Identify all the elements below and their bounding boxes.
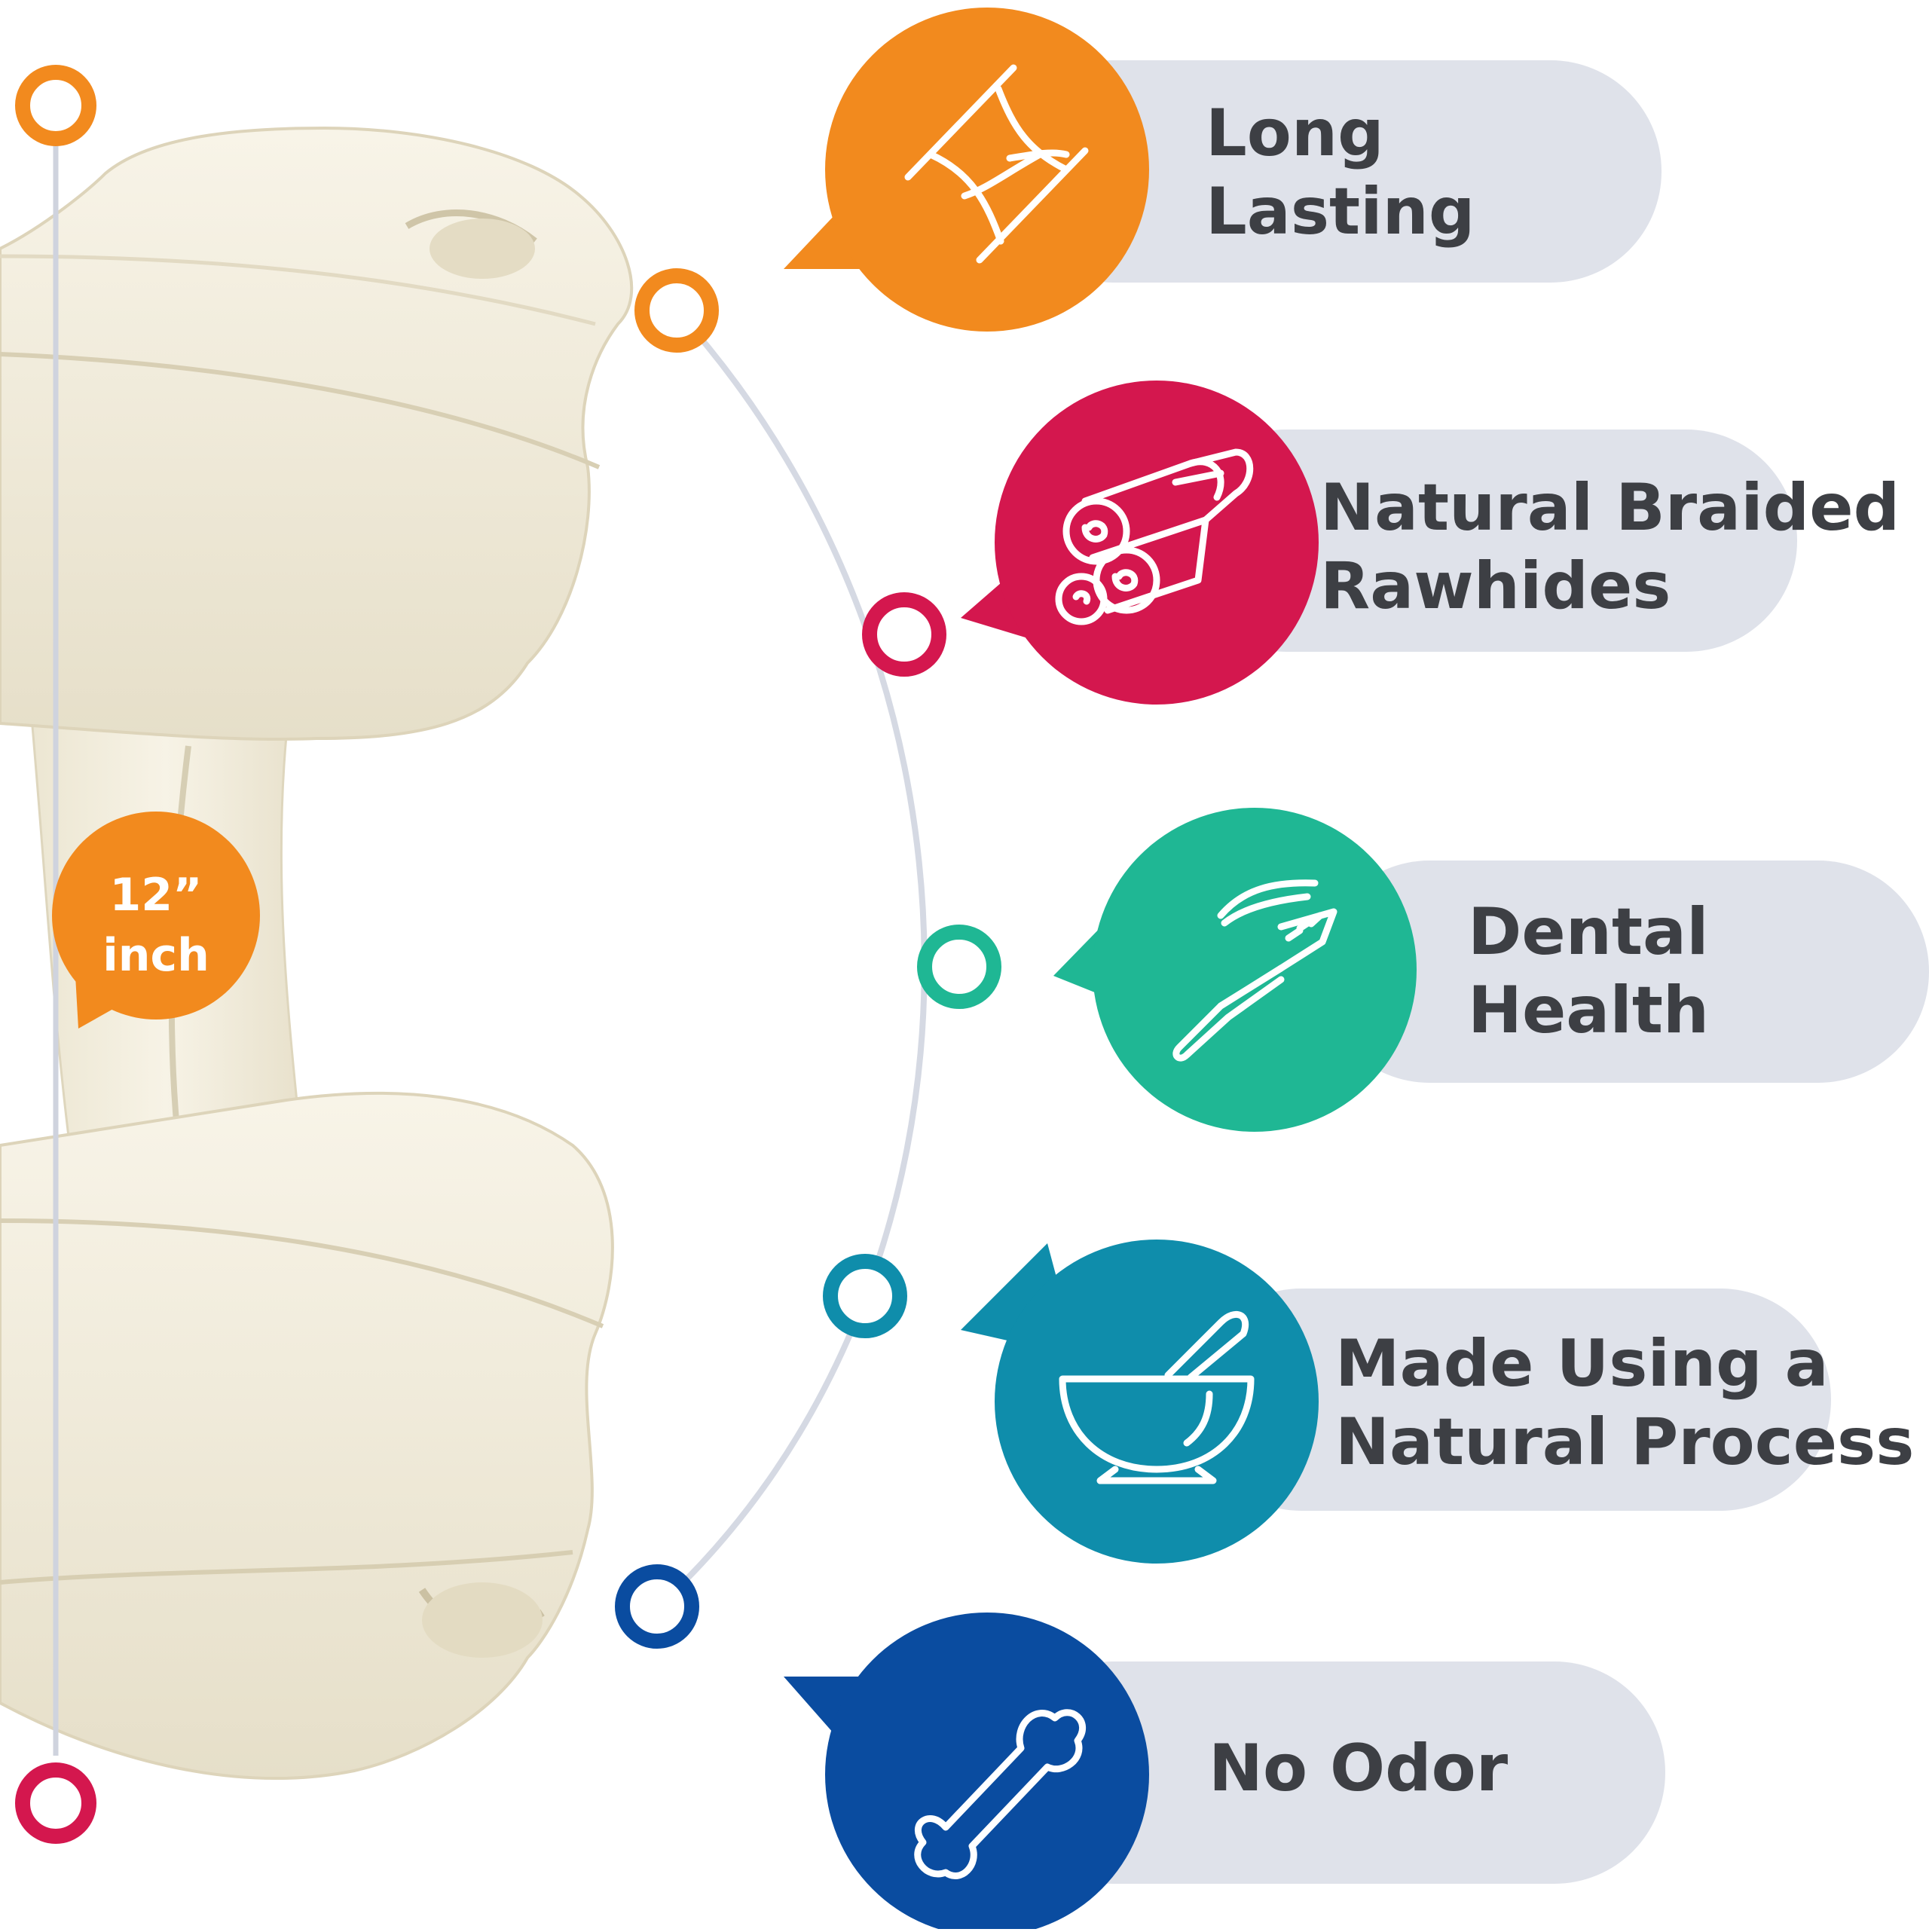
feature-bubble-long-lasting — [784, 8, 1149, 332]
feature-bubble-dental-health — [1053, 808, 1417, 1132]
feature-label-natural-process: Made Using a Natural Process — [1335, 1326, 1915, 1480]
feature-pill-no-odor — [1002, 1661, 1665, 1884]
feature-bubble-no-odor — [784, 1613, 1149, 1932]
hourglass-icon — [904, 64, 1089, 264]
bone-icon — [914, 1709, 1086, 1879]
toothbrush-icon — [1172, 879, 1337, 1062]
feature-pill-long-lasting — [1002, 60, 1662, 283]
size-line-bottom-marker — [15, 1762, 96, 1844]
timeline-marker-4 — [823, 1254, 907, 1338]
timeline-markers — [615, 268, 1001, 1649]
timeline-marker-1 — [634, 268, 719, 353]
feature-label-natural-braided: Natural Braided Rawhides — [1320, 470, 1900, 624]
size-badge-label: 12” inch — [63, 865, 249, 986]
size-badge — [52, 812, 260, 1029]
feature-label-no-odor: No Odor — [1209, 1731, 1509, 1806]
rawhide-rolls-icon — [1055, 448, 1254, 625]
feature-pill-dental-health — [1319, 861, 1929, 1083]
size-badge-unit: inch — [102, 929, 209, 982]
rawhide-bone-image — [0, 126, 634, 1780]
size-line-top-marker — [15, 65, 96, 146]
timeline-arc — [658, 308, 928, 1607]
timeline-marker-2 — [862, 592, 946, 677]
feature-pills — [1002, 60, 1929, 1884]
timeline-marker-3 — [917, 925, 1001, 1009]
feature-pill-natural-braided — [1175, 430, 1797, 652]
size-badge-value: 12” — [109, 869, 203, 922]
feature-pill-natural-process — [1191, 1289, 1831, 1511]
timeline-marker-5 — [615, 1564, 699, 1649]
feature-label-dental-health: Dental Health — [1468, 894, 1710, 1048]
feature-label-long-lasting: Long Lasting — [1206, 96, 1475, 249]
mortar-pestle-icon — [1059, 1310, 1255, 1484]
feature-bubble-natural-process — [961, 1240, 1319, 1564]
